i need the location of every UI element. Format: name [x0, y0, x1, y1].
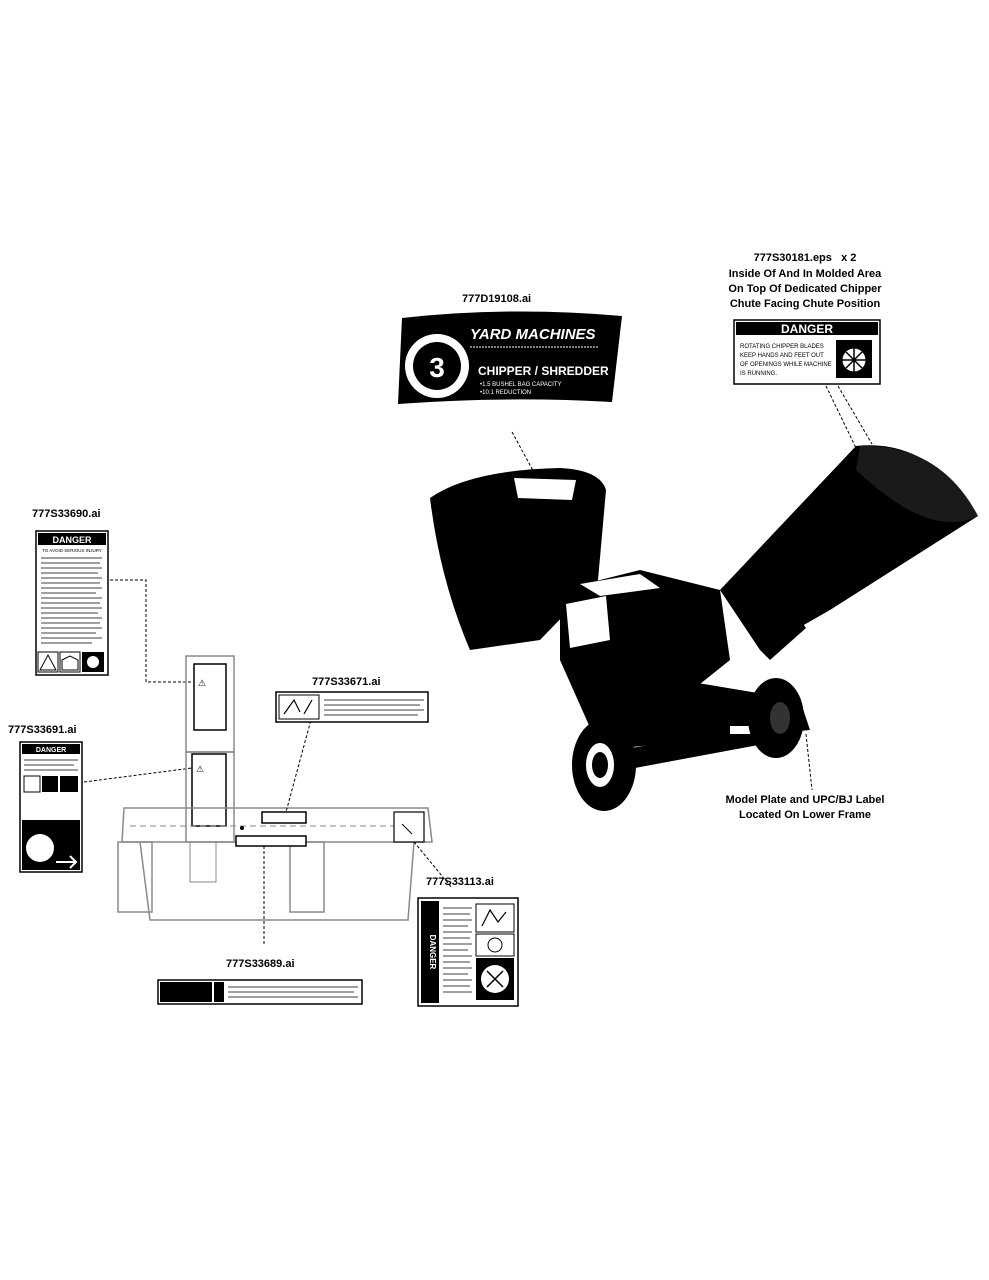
decal-brand: YARD MACHINES: [470, 326, 596, 343]
callout-model-plate-2: Located On Lower Frame: [738, 809, 872, 821]
warning-vertical-text: DANGER: [428, 935, 437, 970]
danger-chute-line1: ROTATING CHIPPER BLADES: [740, 344, 824, 350]
callout-frame-label: 777S33671.ai: [312, 676, 381, 688]
callout-left-danger: 777S33690.ai: [32, 508, 101, 520]
svg-text:⚠: ⚠: [196, 764, 204, 774]
left-danger-decal: DANGER TO AVOID SERIOUS INJURY: [35, 530, 109, 676]
callout-danger-chute-loc3: Chute Facing Chute Position: [729, 298, 881, 310]
callout-bottom-label: 777S33689.ai: [226, 958, 295, 970]
danger-chute-line3: OF OPENINGS WHILE MACHINE: [740, 362, 832, 368]
danger-chute-line4: IS RUNNING.: [740, 371, 777, 377]
decal-spec1: •1.5 BUSHEL BAG CAPACITY: [480, 382, 561, 388]
decal-spec2: •10:1 REDUCTION: [480, 390, 531, 396]
callout-warning-label: 777S33113.ai: [426, 876, 494, 888]
left-danger-decal-2: DANGER: [19, 741, 83, 873]
top-decal: 3 YARD MACHINES CHIPPER / SHREDDER •1.5 …: [398, 311, 622, 404]
warning-decal: DANGER: [417, 897, 519, 1007]
callout-top-decal: 777D19108.ai: [462, 293, 532, 305]
left-danger2-header: DANGER: [36, 747, 66, 754]
danger-chute-header: DANGER: [781, 322, 833, 336]
callout-danger-chute-loc1: Inside Of And In Molded Area: [728, 268, 882, 280]
callout-left-danger2: 777S33691.ai: [8, 724, 77, 736]
callout-model-plate-1: Model Plate and UPC/BJ Label: [725, 794, 885, 806]
danger-chute-decal: DANGER ROTATING CHIPPER BLADES KEEP HAND…: [733, 319, 881, 385]
decal-product: CHIPPER / SHREDDER: [478, 364, 609, 378]
callout-danger-chute: 777S30181.eps x 2: [700, 252, 910, 264]
bottom-label-decal: [157, 979, 363, 1005]
machine-side-view: ⚠ ⚠: [117, 655, 433, 921]
frame-label-decal: [275, 691, 429, 723]
chipper-machine: [430, 445, 978, 811]
left-danger-sub: TO AVOID SERIOUS INJURY: [42, 548, 102, 553]
decal-badge: 3: [429, 352, 445, 383]
callout-danger-chute-part: 777S30181.eps: [753, 252, 832, 264]
danger-chute-line2: KEEP HANDS AND FEET OUT: [740, 353, 824, 359]
left-danger-header: DANGER: [52, 535, 92, 545]
callout-danger-chute-loc2: On Top Of Dedicated Chipper: [728, 283, 882, 295]
svg-text:⚠: ⚠: [198, 678, 206, 688]
callout-danger-chute-qty: x 2: [841, 252, 857, 264]
